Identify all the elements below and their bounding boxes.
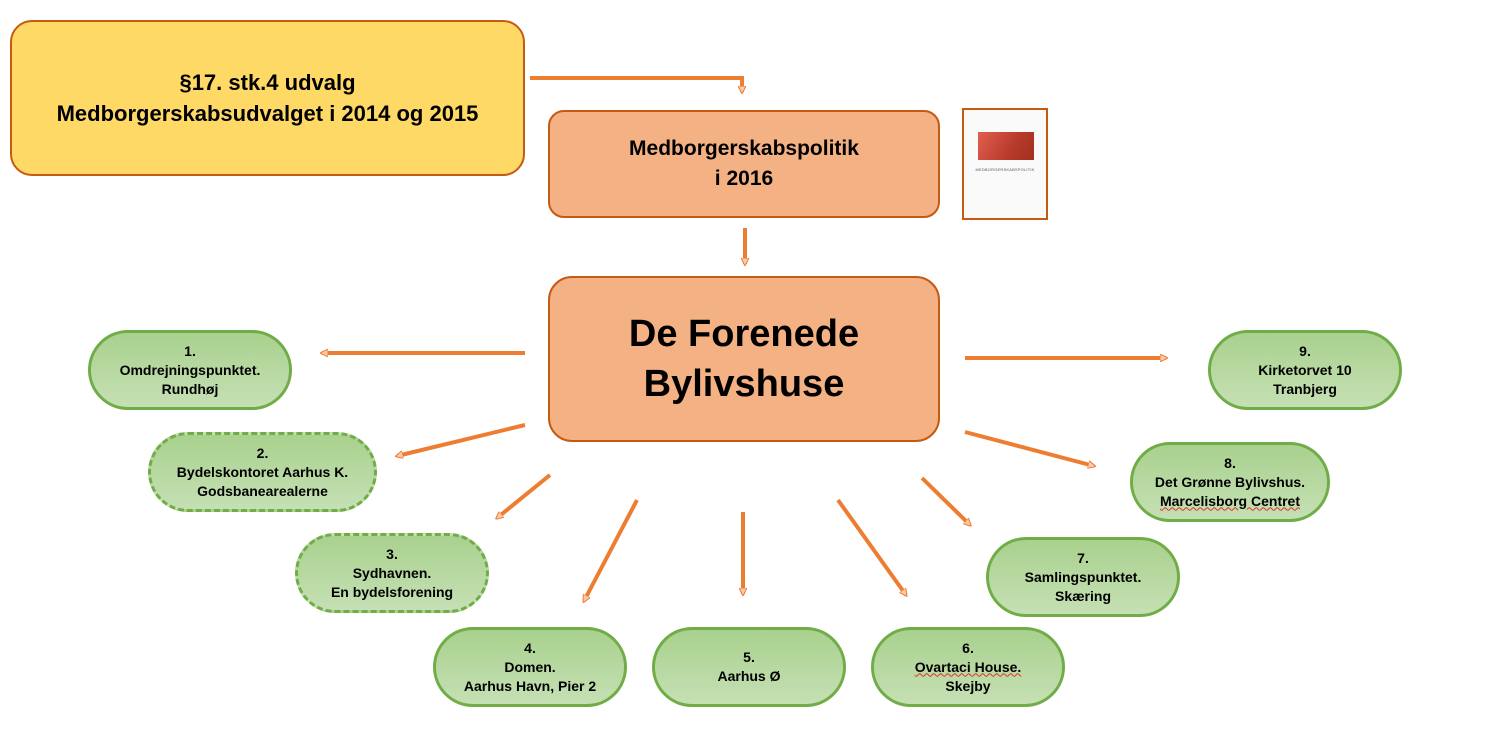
arrow-to-4: [582, 499, 639, 601]
policy-line2: i 2016: [714, 167, 774, 190]
house-num: 7.: [1077, 549, 1089, 566]
house-name: Aarhus Ø: [717, 668, 781, 684]
house-location: En bydelsforening: [330, 583, 454, 600]
house-num: 4.: [524, 639, 536, 656]
house-num: 5.: [743, 649, 755, 665]
house-name: Domen.: [504, 658, 556, 675]
house-4: 4. Domen. Aarhus Havn, Pier 2: [433, 627, 627, 707]
house-6: 6. Ovartaci House. Skejby: [871, 627, 1065, 707]
house-name: Omdrejningspunktet.: [119, 361, 261, 378]
policy-cover-image: MEDBORGERSKABSPOLITIK: [962, 108, 1048, 220]
cover-photo: [978, 132, 1034, 160]
house-num: 3.: [386, 545, 398, 562]
house-location: Tranbjerg: [1273, 380, 1337, 397]
house-name: Det Grønne Bylivshus.: [1154, 473, 1306, 490]
house-location: Marcelisborg Centret: [1159, 492, 1301, 509]
house-location: Skæring: [1054, 587, 1111, 604]
house-num: 6.: [962, 639, 974, 656]
house-2: 2. Bydelskontoret Aarhus K. Godsbaneareale…: [148, 432, 377, 512]
committee-line1: §17. stk.4 udvalg: [179, 70, 356, 95]
house-name: Ovartaci House.: [914, 658, 1022, 675]
house-num: 9.: [1299, 342, 1311, 359]
arrow-to-6: [836, 498, 906, 595]
house-name: Kirketorvet 10: [1258, 361, 1352, 378]
house-7: 7. Samlingspunktet. Skæring: [986, 537, 1180, 617]
house-5: 5. Aarhus Ø: [652, 627, 846, 707]
house-1: 1. Omdrejningspunktet. Rundhøj: [88, 330, 292, 410]
house-num: 2.: [256, 444, 269, 461]
house-name: Sydhavnen.: [352, 564, 432, 581]
policy-line1: Medborgerskabspolitik: [629, 137, 859, 160]
arrow-to-7: [920, 476, 970, 525]
house-num: 1.: [184, 342, 196, 359]
arrow-to-3: [497, 473, 552, 518]
arrow-committee-to-policy: [530, 76, 742, 92]
house-name: Bydelskontoret Aarhus K.: [176, 463, 349, 480]
house-location: Skejby: [945, 677, 991, 694]
main-line2: Bylivshuse: [643, 363, 845, 405]
main-line1: De Forenede: [628, 313, 860, 355]
house-location: Godsbanearealerne: [197, 482, 328, 499]
committee-box: §17. stk.4 udvalg Medborgerskabsudvalget…: [10, 20, 525, 176]
house-3: 3. Sydhavnen. En bydelsforening: [295, 533, 489, 613]
house-8: 8. Det Grønne Bylivshus. Marcelisborg Cent…: [1130, 442, 1330, 522]
house-9: 9. Kirketorvet 10 Tranbjerg: [1208, 330, 1402, 410]
arrow-to-8: [964, 430, 1094, 466]
house-location: Aarhus Havn, Pier 2: [463, 677, 597, 694]
cover-title: MEDBORGERSKABSPOLITIK: [975, 167, 1035, 172]
house-name: Samlingspunktet.: [1024, 568, 1142, 585]
main-box: De Forenede Bylivshuse: [548, 276, 940, 442]
committee-line2: Medborgerskabsudvalget i 2014 og 2015: [56, 101, 479, 126]
policy-box: Medborgerskabspolitik i 2016: [548, 110, 940, 218]
arrow-to-2: [397, 423, 526, 456]
house-num: 8.: [1224, 454, 1236, 471]
house-location: Rundhøj: [161, 380, 219, 397]
